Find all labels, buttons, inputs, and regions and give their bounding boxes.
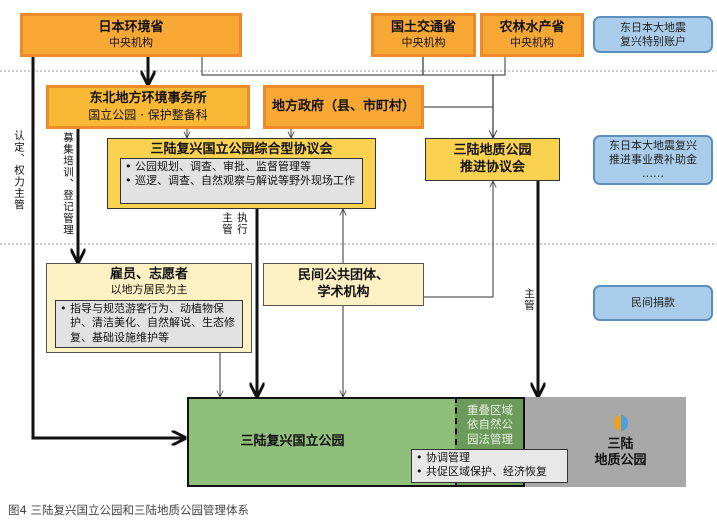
coordination-tasks: • 协调管理 • 共促区域保护、经济恢复 <box>411 449 568 483</box>
civic-title: 民间公共团体、 <box>297 268 389 284</box>
task-item: • 指导与规范游客行为、动植物保护、清洁美化、自然解说、生态修复、基础设施维护等 <box>60 302 235 344</box>
certify-arrow <box>31 56 185 438</box>
supervise-label: 主管 <box>523 288 535 311</box>
geopark-label: 地质公园 <box>594 453 647 468</box>
env-ministry-subtitle: 中央机构 <box>109 36 153 50</box>
geopark-logo-icon <box>613 414 628 431</box>
funding-box-subsidy: 东日本大地震复兴 推进事业费补助金 …… <box>593 135 713 185</box>
maff-subtitle: 中央机构 <box>510 36 554 50</box>
funding-box-special-account: 东日本大地震 复兴特别账户 <box>593 16 713 53</box>
mlit-subtitle: 中央机构 <box>401 36 446 50</box>
np-council-title: 三陆复兴国立公园综合型协议会 <box>150 142 333 157</box>
task-item: • 共促区域保护、经济恢复 <box>416 465 547 479</box>
staff-title: 雇员、志愿者 <box>109 267 188 282</box>
funding-line: 推进事业费补助金 <box>609 153 697 167</box>
funding-line: 东日本大地震复兴 <box>609 139 697 153</box>
national-park-label: 三陆复兴国立公园 <box>240 433 345 449</box>
civic-to-geopark-arrow <box>424 181 493 298</box>
recruit-label: 募集培训、登记管理 <box>62 132 74 236</box>
funding-line: 复兴特别账户 <box>620 34 686 48</box>
funding-line: 东日本大地震 <box>620 20 686 34</box>
env-to-geopark-line <box>201 56 506 76</box>
geopark-council-box: 三陆地质公园 推进协议会 <box>425 138 560 181</box>
env-ministry-title: 日本环境省 <box>98 20 164 35</box>
np-council-tasks: • 公园规划、调查、审批、监督管理等 • 巡逻、调查、自然观察与解说等野外现场工… <box>120 158 363 204</box>
funding-line: …… <box>642 166 664 180</box>
staff-subtitle: 以地方居民为主 <box>110 283 188 297</box>
certify-label: 认定、权力主管 <box>13 130 25 211</box>
overlap-label: 重叠区域依自然公园法管理 <box>467 403 513 446</box>
figure-caption: 图4 三陆复兴国立公园和三陆地质公园管理体系 <box>8 503 249 517</box>
maff-box: 农林水产省 中央机构 <box>480 13 584 57</box>
tohoku-office-box: 东北地方环境事务所 国立公园 · 保护整备科 <box>46 85 250 129</box>
env-ministry-box: 日本环境省 中央机构 <box>20 13 242 57</box>
tohoku-office-subtitle: 国立公园 · 保护整备科 <box>88 107 208 122</box>
civic-title: 学术机构 <box>317 284 370 300</box>
geopark-council-title: 推进协议会 <box>459 159 525 175</box>
execute-label: 执行主管 <box>221 212 248 235</box>
task-item: • 协调管理 <box>416 451 470 464</box>
civic-box: 民间公共团体、 学术机构 <box>263 263 424 306</box>
local-gov-title: 地方政府（县、市町村） <box>271 98 415 114</box>
staff-tasks: • 指导与规范游客行为、动植物保护、清洁美化、自然解说、生态修复、基础设施维护等 <box>55 300 243 348</box>
geopark-council-title: 三陆地质公园 <box>453 143 532 159</box>
geopark-label: 三陆 <box>607 436 634 452</box>
task-item: • 巡逻、调查、自然观察与解说等野外现场工作 <box>125 174 355 188</box>
local-gov-box: 地方政府（县、市町村） <box>263 85 424 129</box>
maff-title: 农林水产省 <box>499 20 565 35</box>
funding-box-donations: 民间捐款 <box>593 285 713 321</box>
mlit-title: 国土交通省 <box>390 20 456 35</box>
tohoku-office-title: 东北地方环境事务所 <box>89 91 207 107</box>
task-item: • 公园规划、调查、审批、监督管理等 <box>125 160 311 173</box>
mlit-box: 国土交通省 中央机构 <box>371 13 476 57</box>
funding-line: 民间捐款 <box>631 296 675 310</box>
